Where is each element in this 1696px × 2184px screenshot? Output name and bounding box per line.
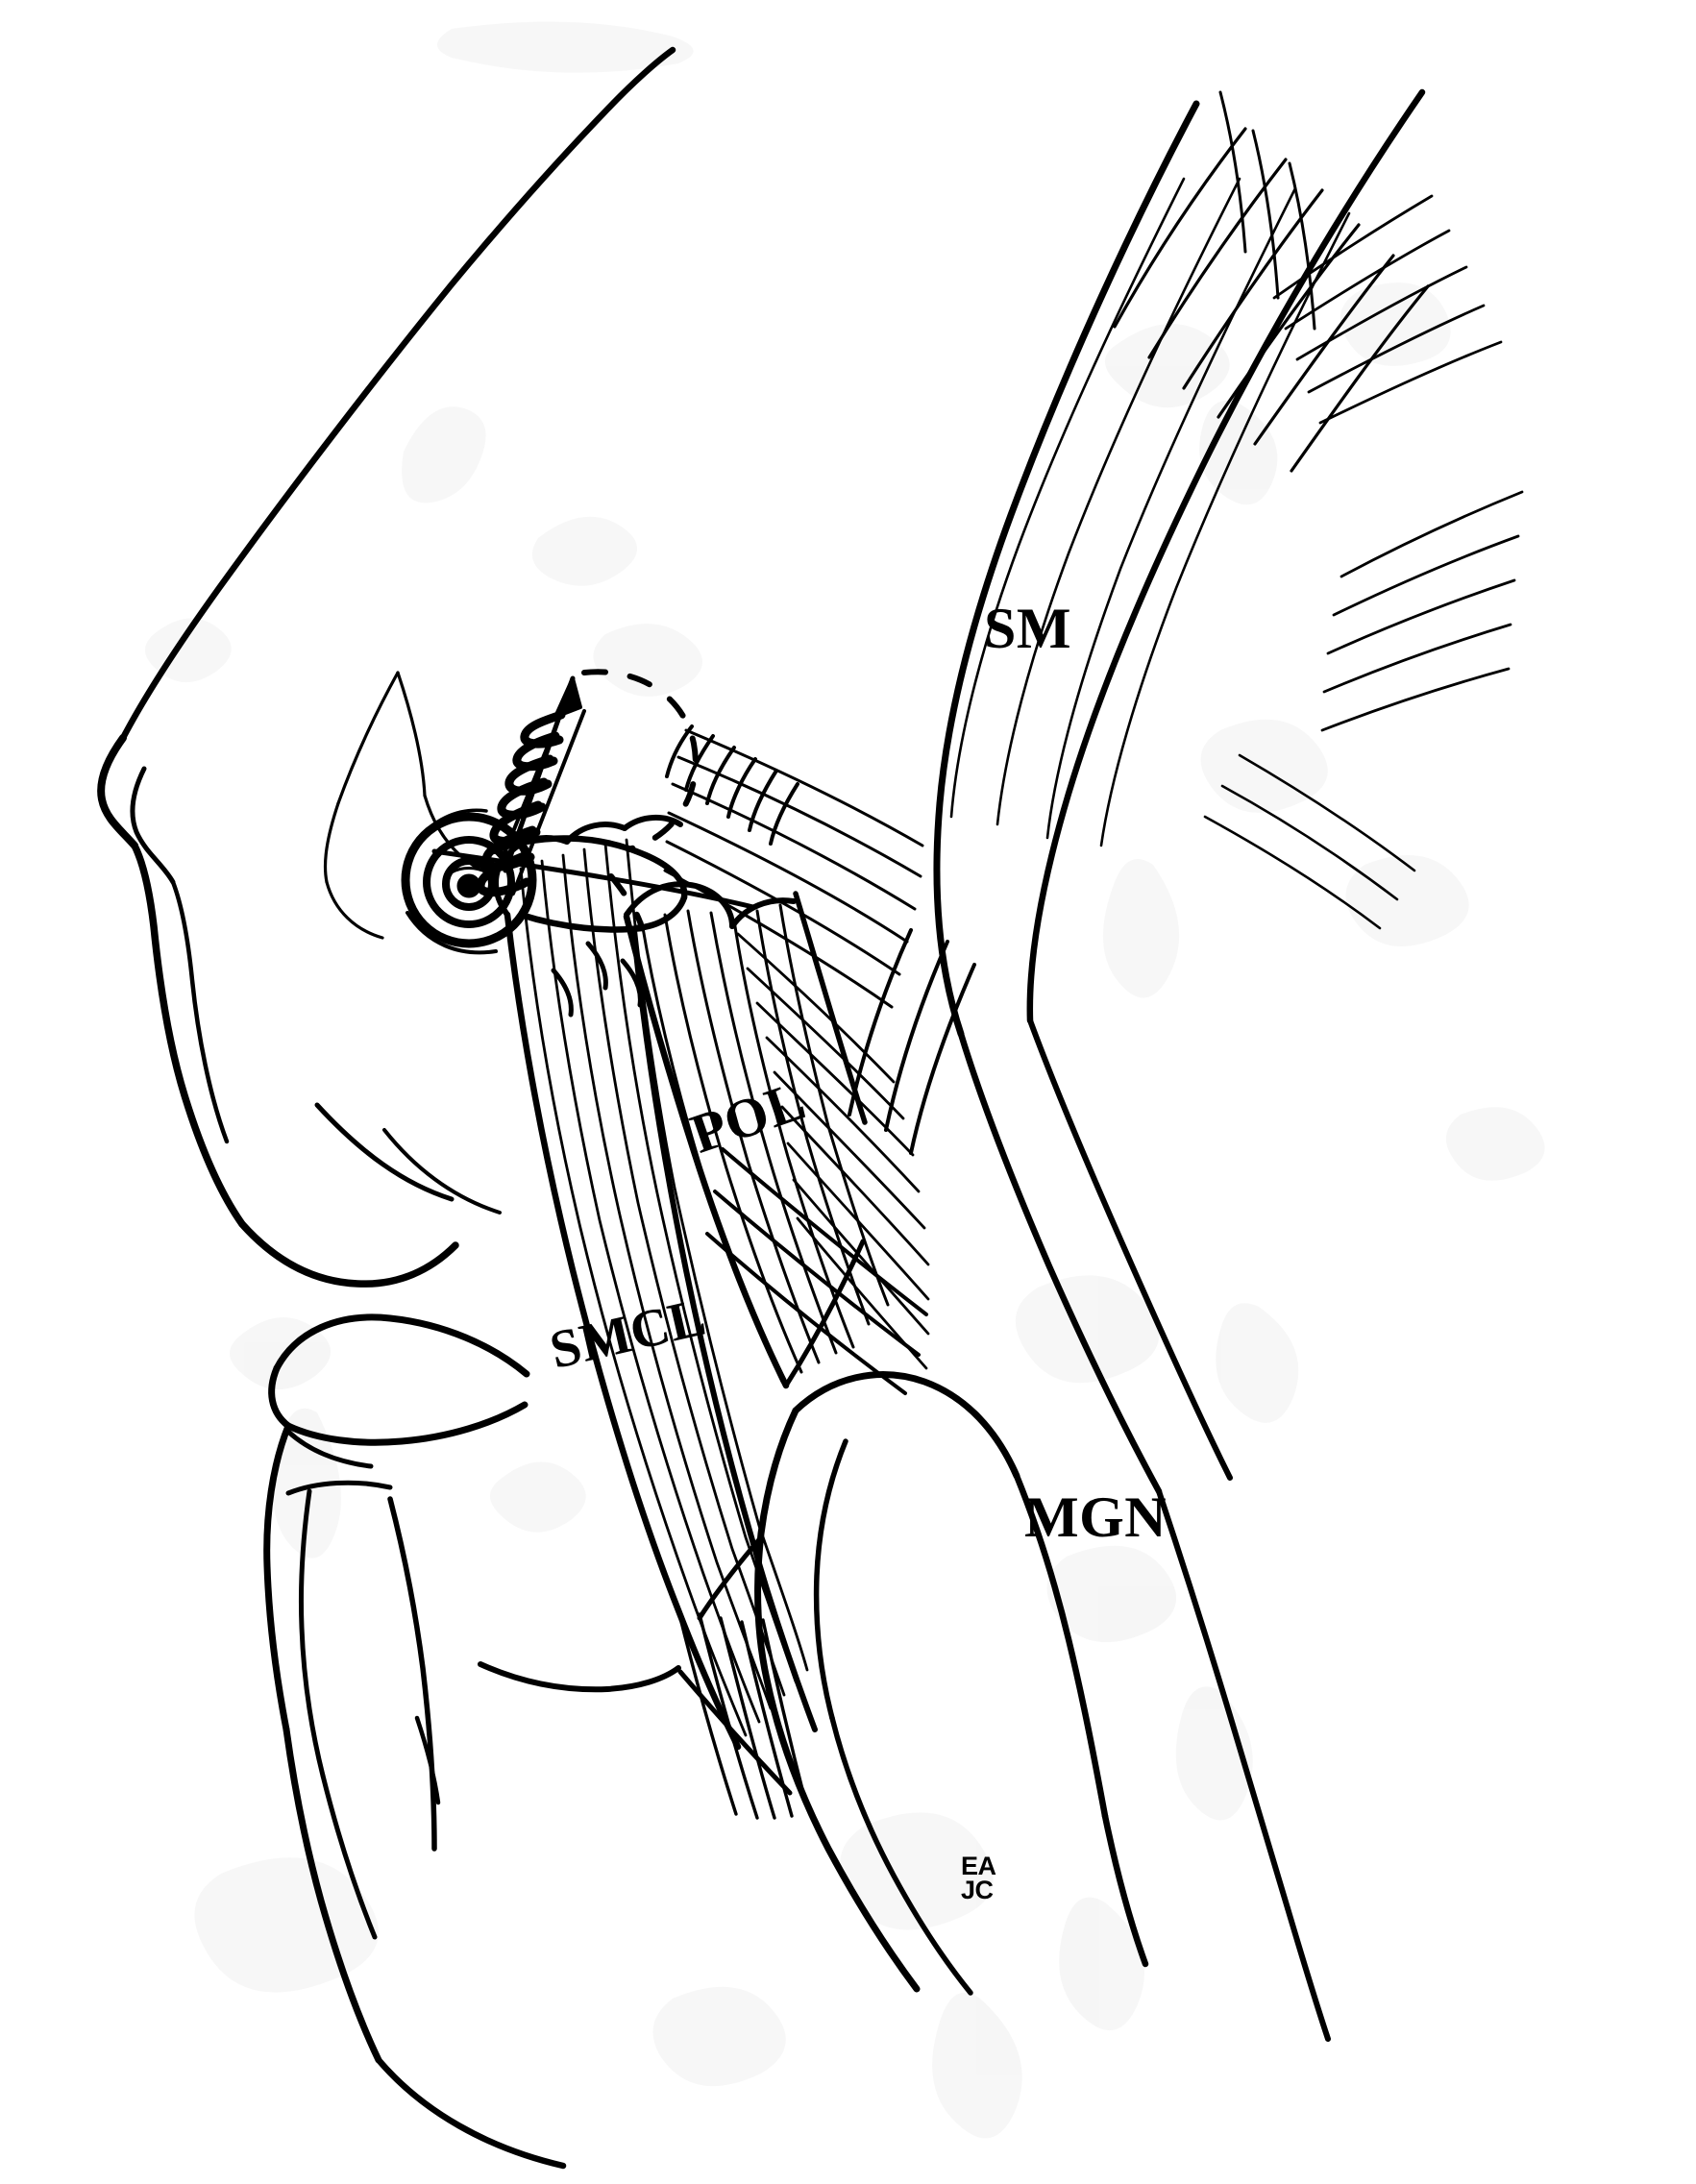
signature-line-1: EA: [961, 1852, 996, 1880]
artist-signature: EA JC: [961, 1852, 996, 1904]
superficial-medial-collateral-ligament: [493, 814, 818, 1820]
femur-outline: [97, 46, 676, 1288]
label-mgn: MGN: [1024, 1485, 1168, 1549]
tibia-outline: [263, 1313, 681, 2170]
oblique-fiber-bundle: [663, 728, 924, 1009]
posterior-oblique-ligament: [623, 881, 930, 1395]
detail-strokes: [551, 941, 643, 1018]
fiber-feathering: [665, 724, 799, 846]
semimembranosus-tendon: [933, 88, 1524, 1495]
signature-line-2: JC: [961, 1875, 994, 1904]
label-sm: SM: [984, 597, 1071, 660]
medial-gastrocnemius: [677, 1371, 1331, 2042]
scan-bleed-watermark: [145, 21, 1545, 2139]
